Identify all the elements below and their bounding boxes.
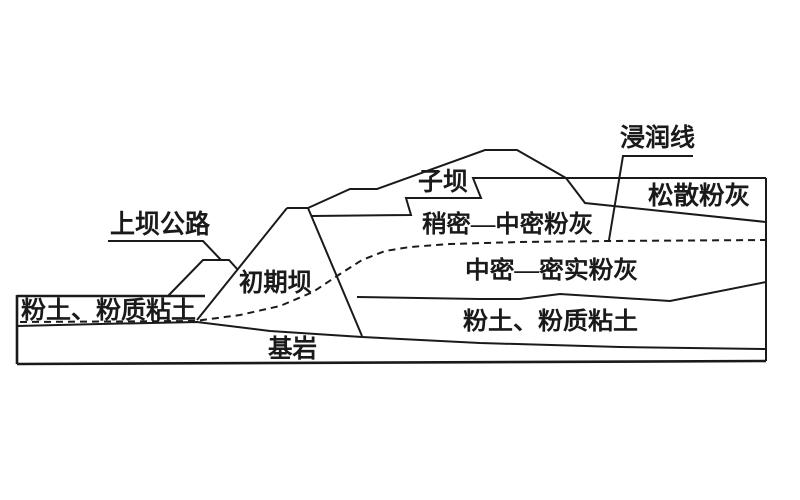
bedrock-top-line — [16, 320, 767, 350]
loose-silt-ash-label: 松散粉灰 — [648, 182, 750, 210]
road-label: 上坝公路 — [110, 209, 211, 239]
bedrock-label: 基岩 — [268, 335, 317, 363]
dense-ash-clay-boundary-line — [356, 281, 767, 303]
bottom-border-line — [16, 359, 767, 366]
sub-dam-label: 子坝 — [418, 168, 468, 196]
phreatic-line-label: 浸润线 — [620, 123, 695, 152]
initial-dam-right-slope — [307, 207, 363, 337]
tailings-surface-profile — [307, 149, 767, 223]
slightly-to-medium-dense-ash-label: 稍密—中密粉灰 — [422, 210, 593, 238]
silt-silty-clay-left-label: 粉土、粉质粘土 — [21, 297, 196, 324]
silt-silty-clay-right-label: 粉土、粉质粘土 — [463, 308, 638, 335]
road-label-leader-line — [108, 240, 222, 261]
initial-dam-left-slope — [196, 207, 288, 321]
medium-to-dense-ash-label: 中密—密实粉灰 — [465, 256, 638, 284]
phreatic-dashed-line — [19, 239, 767, 323]
initial-dam-label: 初期坝 — [239, 269, 312, 297]
road-berm-outline — [167, 259, 239, 297]
phreatic-label-leader-line — [608, 155, 693, 241]
sub-dam-step-lines — [311, 177, 766, 217]
